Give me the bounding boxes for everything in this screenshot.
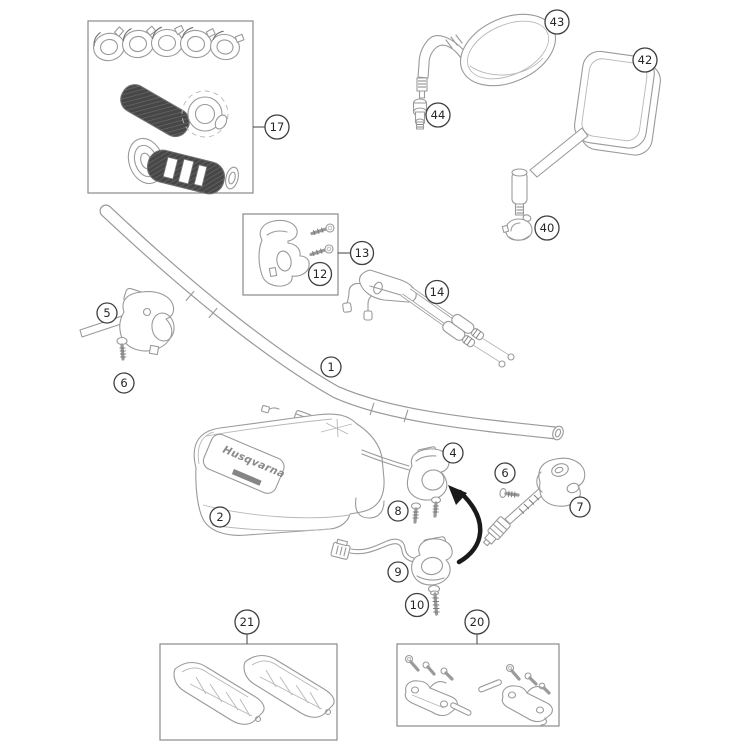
grip-upper	[120, 84, 229, 138]
callout-42[interactable]: 42	[632, 47, 658, 73]
svg-text:17: 17	[270, 120, 285, 134]
callout-20[interactable]: 20	[464, 609, 490, 635]
screw-center-drawing	[499, 487, 520, 499]
callout-9[interactable]: 9	[387, 561, 409, 583]
throttle-housing-drawing	[258, 219, 310, 287]
callout-44[interactable]: 44	[425, 102, 451, 128]
leader-lines	[246, 126, 478, 644]
collar-bolt-drawing	[427, 584, 441, 616]
svg-text:7: 7	[576, 500, 583, 514]
svg-text:9: 9	[394, 565, 401, 579]
mirror-adapter-drawing	[412, 98, 428, 130]
combination-switch-drawing	[482, 457, 586, 547]
lever-switch-drawing	[79, 287, 175, 356]
svg-text:43: 43	[550, 15, 565, 29]
grip-lower	[127, 137, 239, 195]
svg-text:1: 1	[327, 360, 334, 374]
mounting-kit-box	[396, 643, 560, 727]
switch-wires	[361, 449, 410, 471]
svg-text:20: 20	[470, 615, 485, 629]
throttle-cable-drawing	[342, 269, 515, 368]
callout-10[interactable]: 10	[404, 592, 430, 618]
handguard-right-drawing	[243, 654, 335, 718]
handlebar-drawing	[99, 204, 564, 441]
svg-text:6: 6	[501, 466, 508, 480]
svg-text:40: 40	[540, 221, 555, 235]
callout-12[interactable]: 12	[307, 261, 333, 287]
svg-text:2: 2	[216, 510, 223, 524]
callout-1[interactable]: 1	[320, 356, 342, 378]
svg-text:12: 12	[313, 267, 328, 281]
callout-6-left[interactable]: 6	[113, 372, 135, 394]
callout-17[interactable]: 17	[264, 114, 290, 140]
handguard-left-drawing	[173, 661, 265, 725]
screw-left-drawing	[116, 336, 128, 361]
svg-text:4: 4	[449, 446, 456, 460]
switch-clamp-drawing	[406, 446, 450, 501]
svg-text:10: 10	[410, 598, 425, 612]
svg-text:13: 13	[355, 246, 370, 260]
pad-logo-underline	[231, 469, 262, 486]
mirror-oval-drawing	[416, 13, 557, 99]
callout-8[interactable]: 8	[387, 500, 409, 522]
throttle-housing-box	[242, 213, 339, 296]
callout-2[interactable]: 2	[209, 506, 231, 528]
svg-text:44: 44	[431, 108, 446, 122]
callout-7[interactable]: 7	[569, 496, 591, 518]
callout-5[interactable]: 5	[96, 302, 118, 324]
mounting-kit-left	[404, 654, 472, 717]
mounting-kit-right	[478, 663, 553, 726]
handlebar-pad-drawing: Husqvarna	[193, 413, 385, 536]
svg-text:21: 21	[240, 615, 255, 629]
svg-text:42: 42	[638, 53, 653, 67]
mirror-clamp-drawing	[501, 214, 533, 241]
callout-6-center[interactable]: 6	[494, 462, 516, 484]
mirror-square-drawing	[511, 50, 661, 216]
svg-text:14: 14	[430, 285, 445, 299]
housing-screws-drawing	[309, 223, 335, 257]
callout-21[interactable]: 21	[234, 609, 260, 635]
callout-40[interactable]: 40	[534, 215, 560, 241]
svg-text:5: 5	[103, 306, 110, 320]
map-switch-drawing	[330, 536, 453, 586]
handguard-box	[159, 643, 338, 741]
svg-text:8: 8	[394, 504, 401, 518]
callout-13[interactable]: 13	[349, 240, 375, 266]
clamp-screws-drawing	[410, 496, 442, 524]
callouts-layer: 1 2 4 5 6 6 7 8 9 10 12	[96, 9, 658, 635]
callout-43[interactable]: 43	[544, 9, 570, 35]
rotate-arrow	[448, 485, 483, 565]
grip-kit-box	[87, 20, 254, 195]
callout-14[interactable]: 14	[424, 279, 450, 305]
callout-4[interactable]: 4	[442, 442, 464, 464]
svg-text:6: 6	[120, 376, 127, 390]
throttle-cam-icons	[93, 24, 245, 62]
